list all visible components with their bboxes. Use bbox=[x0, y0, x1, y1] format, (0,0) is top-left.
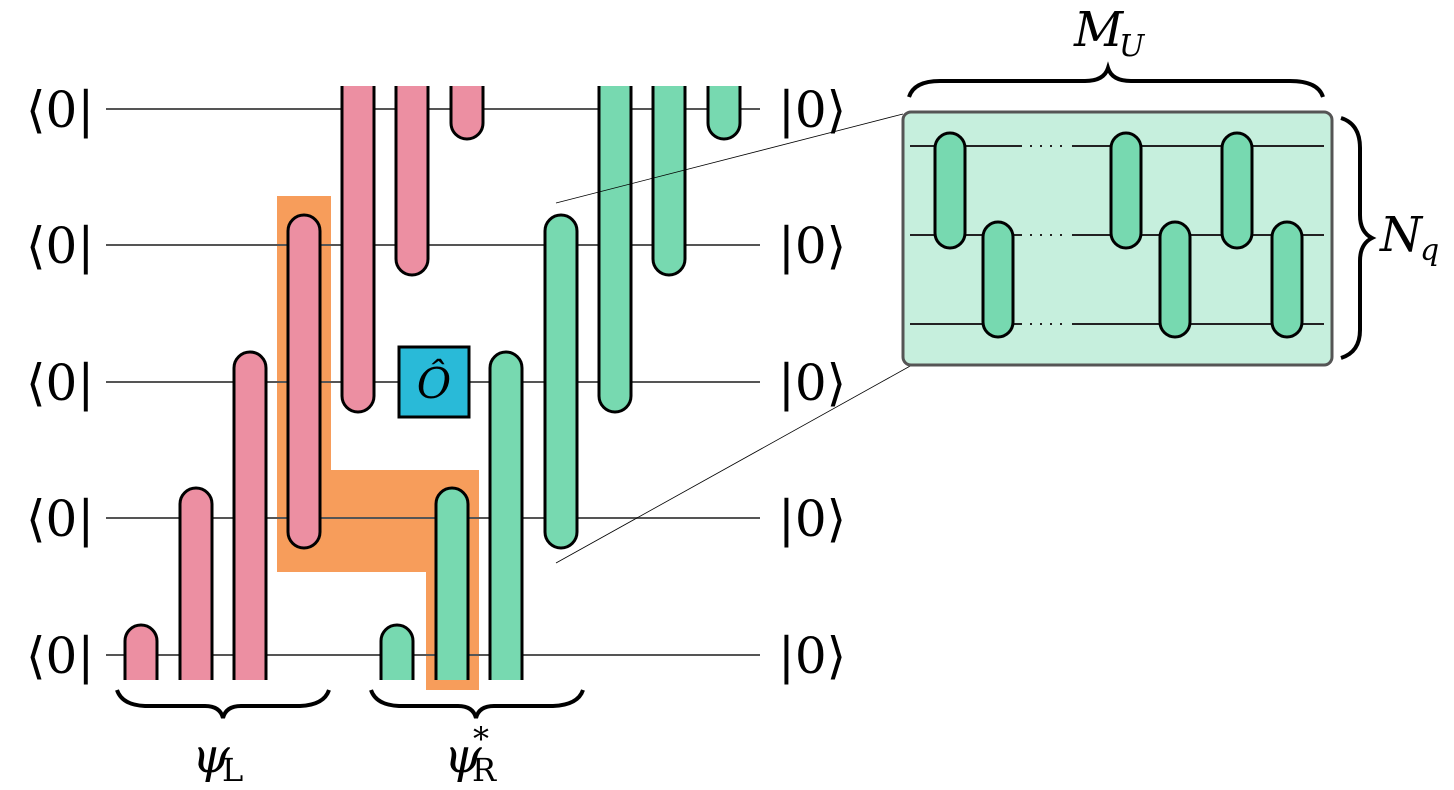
left-gate-5 bbox=[394, 86, 430, 277]
left-gate-2 bbox=[232, 350, 268, 680]
ket-label-4: |0⟩ bbox=[778, 627, 846, 685]
right-gate-5 bbox=[651, 86, 687, 277]
panel-gate-2 bbox=[1109, 131, 1143, 250]
right-gate-0 bbox=[379, 623, 415, 680]
bra-label-0: ⟨0| bbox=[26, 81, 94, 139]
left-gate-6 bbox=[449, 86, 485, 141]
panel-gates bbox=[933, 131, 1304, 339]
left-gate-3 bbox=[286, 213, 322, 550]
ket-label-2: |0⟩ bbox=[778, 354, 846, 412]
panel-gate-0 bbox=[933, 131, 967, 250]
psi-left-subscript: L bbox=[222, 751, 243, 789]
label-psi-right: ψ R * bbox=[444, 720, 497, 789]
mu-symbol: M bbox=[1073, 2, 1125, 58]
zoom-connector-top bbox=[555, 113, 904, 204]
brace-psi-right bbox=[369, 689, 585, 719]
ket-label-0: |0⟩ bbox=[778, 81, 846, 139]
ket-label-1: |0⟩ bbox=[778, 217, 846, 275]
brace-nq bbox=[1340, 116, 1377, 360]
ket-label-3: |0⟩ bbox=[778, 490, 846, 548]
label-nq: N q bbox=[1379, 207, 1439, 268]
left-gate-1 bbox=[178, 486, 214, 680]
zoom-connector-bottom bbox=[555, 364, 913, 564]
panel-gate-5 bbox=[1270, 220, 1304, 339]
gates bbox=[123, 86, 742, 680]
observable-gate: Ô bbox=[397, 345, 471, 419]
highlight-region bbox=[277, 196, 479, 690]
observable-symbol: Ô bbox=[417, 358, 451, 408]
label-psi-left: ψ L bbox=[192, 728, 243, 789]
bra-label-4: ⟨0| bbox=[26, 627, 94, 685]
nq-subscript: q bbox=[1420, 233, 1439, 268]
right-gate-4 bbox=[597, 86, 633, 414]
qubit-wires bbox=[106, 108, 760, 656]
psi-left-symbol: ψ bbox=[192, 728, 231, 784]
right-gate-2 bbox=[488, 350, 524, 680]
brace-mu bbox=[907, 61, 1325, 98]
panel-gate-4 bbox=[1220, 131, 1254, 250]
left-gate-4 bbox=[340, 86, 376, 414]
right-gate-6 bbox=[706, 86, 742, 141]
ket-labels: |0⟩ |0⟩ |0⟩ |0⟩ |0⟩ bbox=[778, 81, 846, 685]
psi-right-superscript: * bbox=[473, 720, 489, 758]
bra-label-2: ⟨0| bbox=[26, 354, 94, 412]
bra-label-1: ⟨0| bbox=[26, 217, 94, 275]
bra-labels: ⟨0| ⟨0| ⟨0| ⟨0| ⟨0| bbox=[26, 81, 94, 685]
label-mu: M U bbox=[1073, 2, 1146, 64]
left-gate-0 bbox=[123, 623, 159, 680]
panel-gate-1 bbox=[981, 220, 1015, 339]
panel-gate-3 bbox=[1158, 220, 1192, 339]
right-gate-1 bbox=[434, 486, 470, 680]
bra-label-3: ⟨0| bbox=[26, 490, 94, 548]
psi-right-subscript: R bbox=[472, 751, 497, 789]
psi-right-symbol: ψ bbox=[444, 728, 483, 784]
right-gate-3 bbox=[543, 213, 579, 550]
nq-symbol: N bbox=[1379, 207, 1424, 263]
mu-subscript: U bbox=[1119, 29, 1146, 64]
zoom-panel bbox=[901, 110, 1334, 367]
brace-psi-left bbox=[115, 689, 331, 719]
